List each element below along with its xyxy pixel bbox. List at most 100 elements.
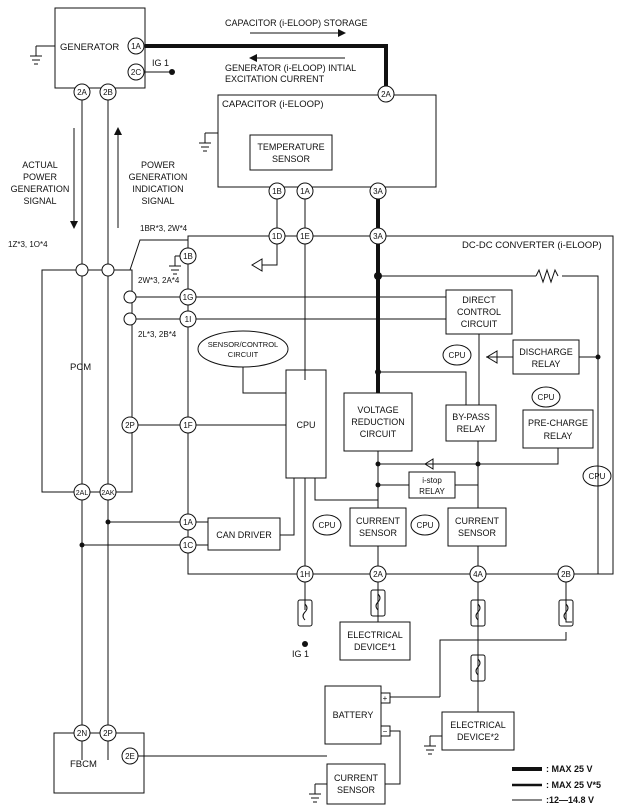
current-sensor1-line1: CURRENT — [356, 516, 401, 526]
pin-pcm-a — [75, 263, 89, 277]
pin-gen-2a-label: 2A — [77, 88, 87, 97]
discharge-arrow-icon — [486, 350, 498, 364]
pin-pcm-2al — [73, 483, 91, 501]
ground-arrow-icon — [251, 258, 263, 272]
vrc-line2: REDUCTION — [351, 417, 405, 427]
current-sensor-1-box — [349, 507, 407, 547]
capacitor-label: CAPACITOR (i-ELOOP) — [222, 99, 324, 110]
pin-gen-2b-label: 2B — [103, 88, 113, 97]
pin-gen-1a — [127, 37, 145, 55]
wire-generator-to-capacitor — [145, 44, 388, 94]
wire-pcm-1br — [129, 239, 188, 271]
junction-1a — [105, 519, 111, 525]
can-driver-box — [207, 517, 281, 551]
device2-line2: DEVICE*2 — [457, 732, 499, 742]
indication-line3: INDICATION — [132, 184, 183, 194]
wire-battery-2b — [439, 632, 567, 697]
pin-dc-4a-label: 4A — [473, 570, 483, 579]
istop-line1: i-stop — [422, 476, 442, 485]
pin-dc-1b-label: 1B — [183, 252, 193, 261]
capacitor-box — [217, 94, 437, 188]
fuse-2b — [558, 599, 574, 627]
junction-bypass — [375, 369, 381, 375]
pin-dc-1e-label: 1E — [300, 232, 310, 241]
cpu-badge-discharge-label: CPU — [538, 393, 555, 402]
legend-medium-label: : MAX 25 V*5 — [546, 780, 601, 790]
temp-sensor-line2: SENSOR — [272, 154, 311, 164]
legend-thin-label: :12—14.8 V — [546, 795, 594, 805]
pin-dc-1e — [296, 227, 314, 245]
discharge-line2: RELAY — [532, 359, 561, 369]
wire-diode-precharge — [378, 448, 559, 465]
pin-cap-3a — [369, 182, 387, 200]
actual-line2: POWER — [23, 172, 58, 182]
device2-line1: ELECTRICAL — [450, 720, 506, 730]
diode-symbol — [424, 458, 434, 470]
cpu-badge-direct-label: CPU — [449, 351, 466, 360]
pin-dc-1c-label: 1C — [183, 541, 193, 550]
pin-pcm-c — [123, 290, 137, 304]
generator-label: GENERATOR — [60, 42, 119, 53]
device1-line2: DEVICE*1 — [354, 642, 396, 652]
cpu-badge-sensor2 — [410, 514, 440, 536]
pin-cap-1b — [268, 182, 286, 200]
fuse-link-1h — [302, 603, 308, 621]
fuse-4a — [470, 599, 486, 627]
ig1-gen-label: IG 1 — [152, 58, 169, 68]
pin-dc-1d — [268, 227, 286, 245]
cpu-badge-sensor1 — [312, 514, 342, 536]
cpu-badge-sensor1-label: CPU — [319, 521, 336, 530]
actual-line3: GENERATION — [11, 184, 70, 194]
cpu-box — [285, 369, 327, 479]
junction-diode — [375, 461, 381, 467]
current-sensor2-line1: CURRENT — [455, 516, 500, 526]
direct-control-line1: DIRECT — [462, 295, 496, 305]
pin-dc-1f — [179, 416, 197, 434]
pin-pcm-2p-label: 2P — [125, 421, 135, 430]
fuse-link-2b — [563, 603, 569, 621]
pin-cap-1a-label: 1A — [300, 187, 310, 196]
junction-bypass-out — [475, 461, 481, 467]
wire-2b — [565, 574, 572, 623]
pin-dc-3a-label: 3A — [373, 232, 383, 241]
istop-line2: RELAY — [419, 487, 445, 496]
cpu-label: CPU — [296, 420, 315, 430]
pin-dc-1i-label: 1I — [185, 315, 192, 324]
fbcm-label: FBCM — [70, 759, 97, 770]
junction-discharge — [595, 354, 601, 360]
pcm-pin-a-label: 1Z*3, 1O*4 — [8, 240, 48, 249]
battery-plus-label: + — [383, 694, 388, 703]
wire-can-cpu — [280, 478, 295, 536]
sensor-control-line1: SENSOR/CONTROL — [208, 340, 278, 349]
battery-label: BATTERY — [333, 710, 374, 720]
pin-gen-2c-label: 2C — [131, 68, 141, 77]
pin-cap-2a-label: 2A — [381, 90, 391, 99]
discharge-line1: DISCHARGE — [519, 347, 573, 357]
current-sensor2-line2: SENSOR — [458, 528, 497, 538]
direct-control-line3: CIRCUIT — [461, 319, 498, 329]
pin-gen-2b — [99, 83, 117, 101]
fuse-link-2a — [375, 593, 381, 611]
device1-line1: ELECTRICAL — [347, 630, 403, 640]
pin-cap-1b-label: 1B — [272, 187, 282, 196]
bypass-line2: RELAY — [457, 424, 486, 434]
junction-ig1 — [302, 641, 308, 647]
sensor-control-circuit — [197, 330, 289, 368]
precharge-line2: RELAY — [544, 431, 573, 441]
pin-dc-2a — [369, 565, 387, 583]
precharge-line1: PRE-CHARGE — [528, 418, 588, 428]
fuse-link-4a — [475, 603, 481, 621]
bypass-relay-box — [445, 404, 497, 442]
pcm-pin-b-label: 1BR*3, 2W*4 — [140, 224, 188, 233]
pin-pcm-2p — [121, 416, 139, 434]
current-sensor-3-box — [326, 763, 386, 805]
junction-ig1-gen — [169, 69, 175, 75]
pin-fbcm-2p-label: 2P — [103, 729, 113, 738]
pin-pcm-2al-label: 2AL — [76, 490, 89, 497]
current-sensor3-line2: SENSOR — [337, 785, 376, 795]
pin-dc-1c — [179, 536, 197, 554]
junction-1c — [79, 542, 85, 548]
pin-dc-1g — [179, 288, 197, 306]
pin-gen-2c — [127, 63, 145, 81]
